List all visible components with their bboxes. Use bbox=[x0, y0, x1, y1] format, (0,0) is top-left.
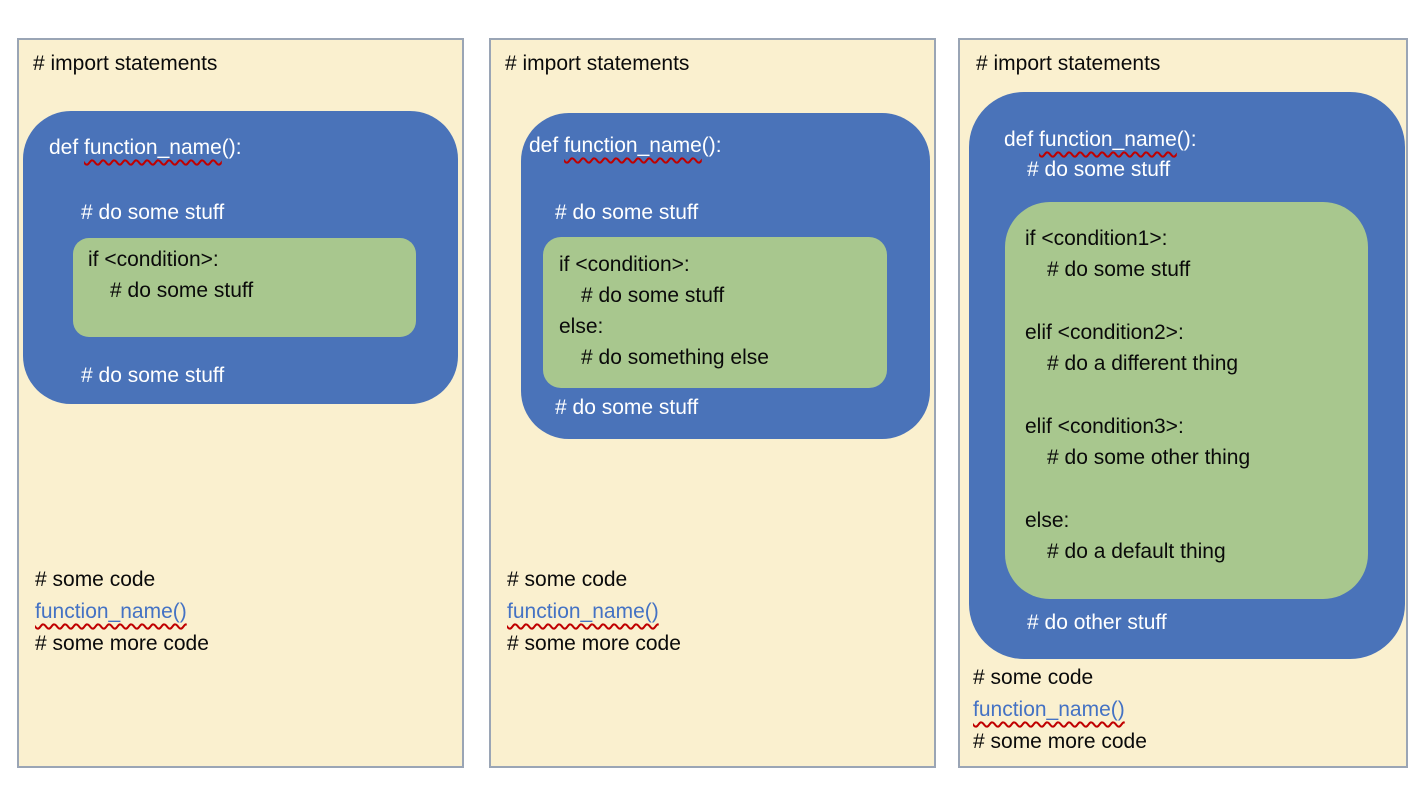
def-line: def function_name(): bbox=[1004, 124, 1197, 155]
condition-group: else: # do something else bbox=[559, 311, 887, 373]
condition-head-line: else: bbox=[1025, 509, 1070, 532]
function-name: function_name bbox=[564, 134, 702, 157]
function-name: function_name bbox=[1039, 128, 1177, 151]
condition-head-line: if <condition>: bbox=[559, 253, 690, 276]
module-code-block: # some code function_name() # some more … bbox=[507, 564, 681, 660]
more-code-line: # some more code bbox=[507, 632, 681, 655]
code-structure-panel-if-else: # import statements def function_name():… bbox=[489, 38, 936, 768]
import-statements-line: # import statements bbox=[33, 52, 218, 75]
function-end-comment: # do some stuff bbox=[81, 364, 225, 387]
function-def-box: def function_name(): # do some stuff if … bbox=[969, 92, 1405, 659]
import-statements-line: # import statements bbox=[505, 52, 690, 75]
condition-body-line: # do something else bbox=[581, 346, 769, 369]
import-statements-line: # import statements bbox=[976, 52, 1161, 75]
function-body-comment: # do some stuff bbox=[81, 201, 225, 224]
condition-head-line: elif <condition3>: bbox=[1025, 415, 1184, 438]
some-code-line: # some code bbox=[35, 568, 156, 591]
function-body-comment: # do some stuff bbox=[555, 201, 699, 224]
function-end-comment: # do some stuff bbox=[555, 396, 699, 419]
function-call-line: function_name() bbox=[35, 596, 209, 628]
def-suffix: (): bbox=[221, 136, 242, 159]
more-code-line: # some more code bbox=[35, 632, 209, 655]
function-call-line: function_name() bbox=[507, 596, 681, 628]
condition-body-line: # do a different thing bbox=[1047, 352, 1239, 375]
condition-head-line: else: bbox=[559, 315, 604, 338]
condition-group: elif <condition3>: # do some other thing bbox=[1025, 411, 1368, 473]
condition-head-line: if <condition>: bbox=[88, 248, 219, 271]
condition-body-line: # do some stuff bbox=[581, 284, 725, 307]
function-call-text: function_name() bbox=[35, 600, 187, 623]
function-def-box: def function_name(): # do some stuff if … bbox=[521, 113, 930, 439]
module-code-block: # some code function_name() # some more … bbox=[973, 662, 1147, 758]
condition-body-line: # do some stuff bbox=[1047, 258, 1191, 281]
def-suffix: (): bbox=[1176, 128, 1197, 151]
code-structure-panel-if-elif-else: # import statements def function_name():… bbox=[958, 38, 1408, 768]
def-line: def function_name(): bbox=[529, 130, 722, 161]
module-code-block: # some code function_name() # some more … bbox=[35, 564, 209, 660]
def-line: def function_name(): bbox=[49, 132, 242, 163]
condition-group: else: # do a default thing bbox=[1025, 505, 1368, 567]
function-call-line: function_name() bbox=[973, 694, 1147, 726]
function-end-comment: # do other stuff bbox=[1027, 611, 1167, 634]
function-call-text: function_name() bbox=[507, 600, 659, 623]
condition-box: if <condition1>: # do some stuff elif <c… bbox=[1005, 202, 1368, 599]
more-code-line: # some more code bbox=[973, 730, 1147, 753]
function-call-text: function_name() bbox=[973, 698, 1125, 721]
def-keyword: def bbox=[49, 136, 85, 159]
condition-group: if <condition1>: # do some stuff bbox=[1025, 223, 1368, 285]
condition-head-line: if <condition1>: bbox=[1025, 227, 1168, 250]
condition-box: if <condition>: # do some stuff bbox=[73, 238, 416, 337]
condition-group: if <condition>: # do some stuff bbox=[88, 244, 416, 306]
condition-body-line: # do some other thing bbox=[1047, 446, 1251, 469]
function-def-box: def function_name(): # do some stuff if … bbox=[23, 111, 458, 404]
condition-box: if <condition>: # do some stuff else: # … bbox=[543, 237, 887, 388]
some-code-line: # some code bbox=[507, 568, 628, 591]
def-keyword: def bbox=[529, 134, 565, 157]
condition-head-line: elif <condition2>: bbox=[1025, 321, 1184, 344]
condition-body-line: # do a default thing bbox=[1047, 540, 1226, 563]
code-structure-panel-if: # import statements def function_name():… bbox=[17, 38, 464, 768]
def-suffix: (): bbox=[701, 134, 722, 157]
condition-group: if <condition>: # do some stuff bbox=[559, 249, 887, 311]
def-keyword: def bbox=[1004, 128, 1040, 151]
function-body-comment: # do some stuff bbox=[1027, 158, 1171, 181]
function-name: function_name bbox=[84, 136, 222, 159]
condition-body-line: # do some stuff bbox=[110, 279, 254, 302]
some-code-line: # some code bbox=[973, 666, 1094, 689]
condition-group: elif <condition2>: # do a different thin… bbox=[1025, 317, 1368, 379]
